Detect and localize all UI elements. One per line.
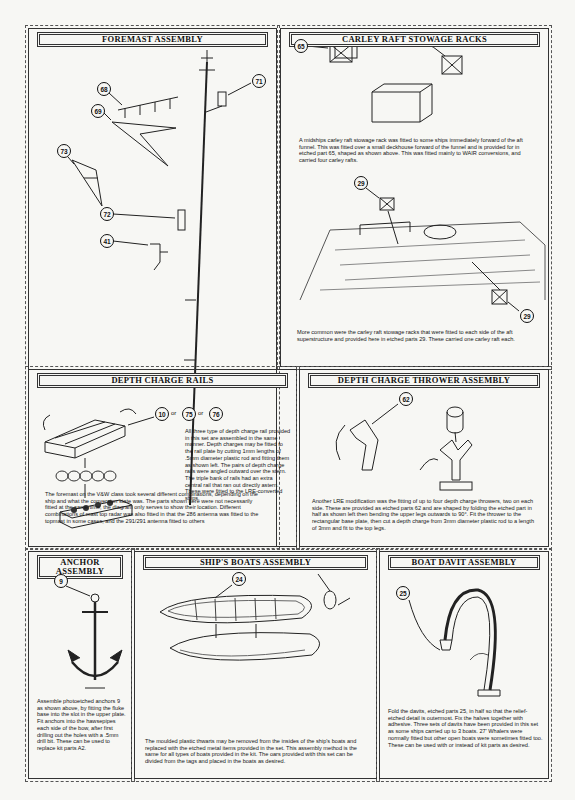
- callout-text: 71: [255, 78, 262, 85]
- callout-number: 9: [54, 574, 68, 588]
- instruction-panel: ANCHOR ASSEMBLY Assemble photoetched anch…: [28, 551, 132, 779]
- instruction-text: Assemble photoetched anchors 9 as shown …: [37, 698, 127, 752]
- callout-text: 65: [297, 43, 304, 50]
- thrower-drawing: [336, 404, 472, 490]
- callout-number: 62: [399, 392, 413, 406]
- instruction-panel: BOAT DAVIT ASSEMBLY Fold the davits, etch…: [379, 551, 549, 779]
- instruction-panel: DEPTH CHARGE THROWER ASSEMBLY Another LRE…: [299, 369, 549, 547]
- connector-word: or: [171, 410, 176, 416]
- callout-number: 68: [97, 82, 111, 96]
- callout-text: 29: [357, 180, 364, 187]
- panel-heading: DEPTH CHARGE RAILS: [37, 373, 288, 388]
- instruction-text: All three type of depth charge rail prov…: [185, 428, 291, 502]
- callout-text: 75: [185, 411, 192, 418]
- callout-text: 68: [100, 86, 107, 93]
- instruction-text: Another LRE modification was the fitting…: [312, 498, 540, 532]
- callout-number: 73: [57, 144, 71, 158]
- panel-heading: SHIP'S BOATS ASSEMBLY: [143, 555, 368, 570]
- callout-number: 25: [396, 586, 410, 600]
- callout-text: 9: [59, 578, 63, 585]
- callout-number: 41: [100, 234, 114, 248]
- callout-number: 75: [182, 407, 196, 421]
- callout-text: 41: [103, 238, 110, 245]
- callout-text: 76: [212, 411, 219, 418]
- callout-text: 29: [523, 313, 530, 320]
- callout-number: 10: [155, 407, 169, 421]
- callout-text: 10: [158, 411, 165, 418]
- davit-drawing: [409, 590, 500, 696]
- callout-text: 25: [399, 590, 406, 597]
- instruction-panel: DEPTH CHARGE RAILS All three type of dept…: [28, 369, 297, 547]
- callout-text: 73: [60, 148, 67, 155]
- boat-drawing: [160, 574, 350, 660]
- instruction-panel: CARLEY RAFT STOWAGE RACKS A midships carl…: [280, 28, 549, 367]
- callout-number: 29: [354, 176, 368, 190]
- panel-heading: FOREMAST ASSEMBLY: [37, 32, 268, 47]
- callout-number: 29: [520, 309, 534, 323]
- panel-heading: CARLEY RAFT STOWAGE RACKS: [289, 32, 540, 47]
- callout-number: 71: [252, 74, 266, 88]
- callout-number: 76: [209, 407, 223, 421]
- instruction-text: More common were the carley raft stowage…: [297, 329, 537, 342]
- anchor-drawing: [66, 586, 122, 688]
- callout-number: 65: [294, 39, 308, 53]
- connector-word: or: [198, 410, 203, 416]
- instruction-text: The foremast on the V&W class took sever…: [45, 491, 263, 525]
- panel-heading: BOAT DAVIT ASSEMBLY: [388, 555, 540, 570]
- callout-text: 69: [94, 108, 101, 115]
- instruction-text: A midships carley raft stowage rack was …: [299, 137, 535, 164]
- callout-number: 69: [91, 104, 105, 118]
- instruction-text: Fold the davits, etched parts 25, in hal…: [388, 708, 544, 748]
- instruction-text: The moulded plastic thwarts may be remov…: [145, 738, 369, 765]
- callout-text: 72: [103, 211, 110, 218]
- panel-heading: ANCHOR ASSEMBLY: [37, 555, 123, 579]
- carley-rack-drawing: [300, 34, 545, 311]
- callout-number: 72: [100, 207, 114, 221]
- panel-heading: DEPTH CHARGE THROWER ASSEMBLY: [308, 373, 540, 388]
- callout-number: 24: [232, 572, 246, 586]
- callout-text: 24: [235, 576, 242, 583]
- callout-text: 62: [402, 396, 409, 403]
- instruction-panel: SHIP'S BOATS ASSEMBLY The moulded plastic…: [134, 551, 377, 779]
